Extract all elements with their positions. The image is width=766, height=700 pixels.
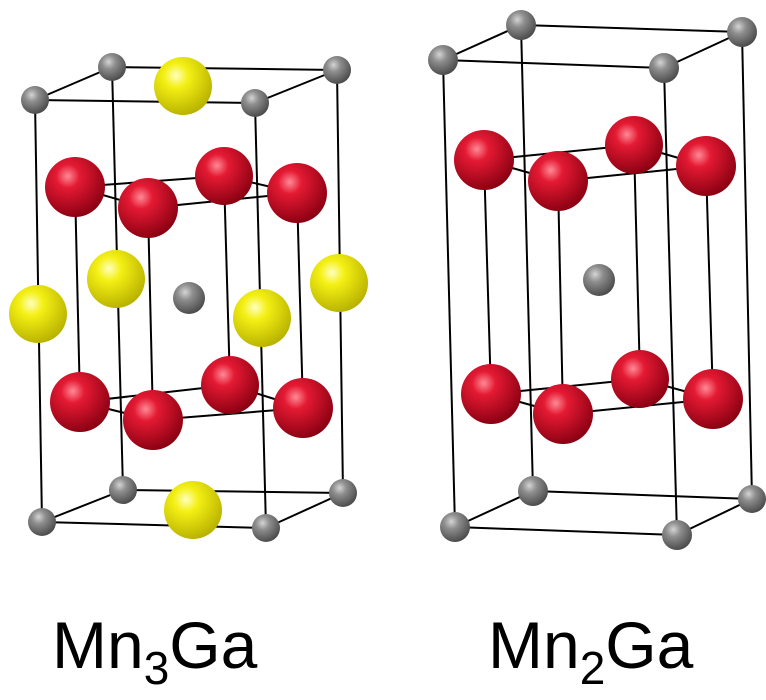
- ga-atom: [440, 512, 470, 542]
- ga-atom: [649, 53, 679, 83]
- ga-atom: [173, 282, 205, 314]
- mn-atom: [267, 163, 327, 223]
- mn2ga-atoms: [428, 10, 766, 550]
- mn-atom: [683, 369, 743, 429]
- mn3ga-formula-label: Mn3Ga: [52, 612, 257, 691]
- mn-atom: [528, 151, 588, 211]
- formula-element: Mn: [52, 608, 144, 682]
- mn-yellow-atom: [87, 250, 145, 308]
- formula-subscript: 2: [579, 642, 606, 694]
- mn-atom: [533, 384, 593, 444]
- mn-atom: [50, 372, 110, 432]
- mn2ga-structure: [428, 10, 766, 550]
- formula-element: Ga: [605, 608, 694, 682]
- mn-yellow-atom: [310, 254, 368, 312]
- ga-atom: [241, 89, 269, 117]
- mn-atom: [273, 378, 333, 438]
- mn-atom: [201, 356, 259, 414]
- mn3ga-atoms: [9, 53, 368, 542]
- ga-atom: [98, 53, 126, 81]
- mn-atom: [605, 116, 663, 174]
- mn3ga-structure: [9, 53, 368, 542]
- formula-element: Ga: [169, 608, 258, 682]
- ga-atom: [738, 485, 766, 513]
- mn-yellow-atom: [164, 481, 222, 539]
- ga-atom: [506, 10, 536, 40]
- mn-atom: [676, 136, 736, 196]
- ga-atom: [727, 17, 757, 47]
- mn-atom: [195, 147, 253, 205]
- ga-atom: [109, 476, 137, 504]
- mn-atom: [118, 178, 178, 238]
- ga-atom: [329, 479, 357, 507]
- ga-atom: [21, 86, 49, 114]
- mn2ga-formula-label: Mn2Ga: [488, 612, 693, 691]
- mn-atom: [461, 364, 521, 424]
- ga-atom: [662, 520, 692, 550]
- ga-atom: [28, 508, 56, 536]
- mn-yellow-atom: [154, 57, 212, 115]
- mn-atom: [454, 130, 514, 190]
- mn-atom: [611, 350, 669, 408]
- formula-element: Mn: [488, 608, 580, 682]
- mn-atom: [45, 157, 105, 217]
- ga-atom: [428, 45, 458, 75]
- ga-atom: [518, 476, 548, 506]
- ga-atom: [252, 514, 280, 542]
- formula-subscript: 3: [143, 642, 170, 694]
- ga-atom: [583, 264, 615, 296]
- mn-yellow-atom: [9, 285, 67, 343]
- mn-yellow-atom: [233, 289, 291, 347]
- ga-atom: [323, 56, 351, 84]
- mn-atom: [123, 390, 183, 450]
